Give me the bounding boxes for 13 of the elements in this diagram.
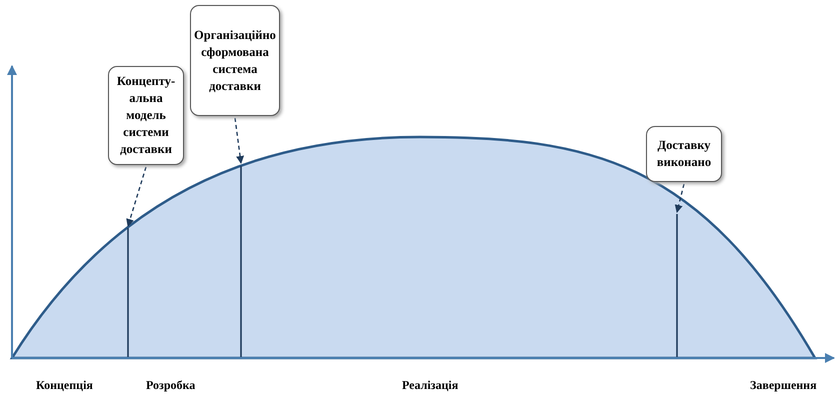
leader-arrow — [234, 118, 244, 164]
callout-box — [190, 5, 280, 116]
phase-label: Завершення — [750, 378, 817, 393]
phase-label: Концепція — [36, 378, 93, 393]
callout-text: Доставку виконано — [656, 137, 712, 171]
leader-arrow — [674, 184, 685, 213]
callout-box — [646, 126, 722, 182]
phase-label: Розробка — [146, 378, 196, 393]
phase-label: Реалізація — [402, 378, 458, 393]
leader-arrow — [126, 166, 147, 227]
callout-box — [108, 66, 184, 165]
callout-text: Концепту-альна модель системи доставки — [116, 73, 176, 158]
callout-text: Організаційно сформована система доставки — [193, 26, 277, 94]
